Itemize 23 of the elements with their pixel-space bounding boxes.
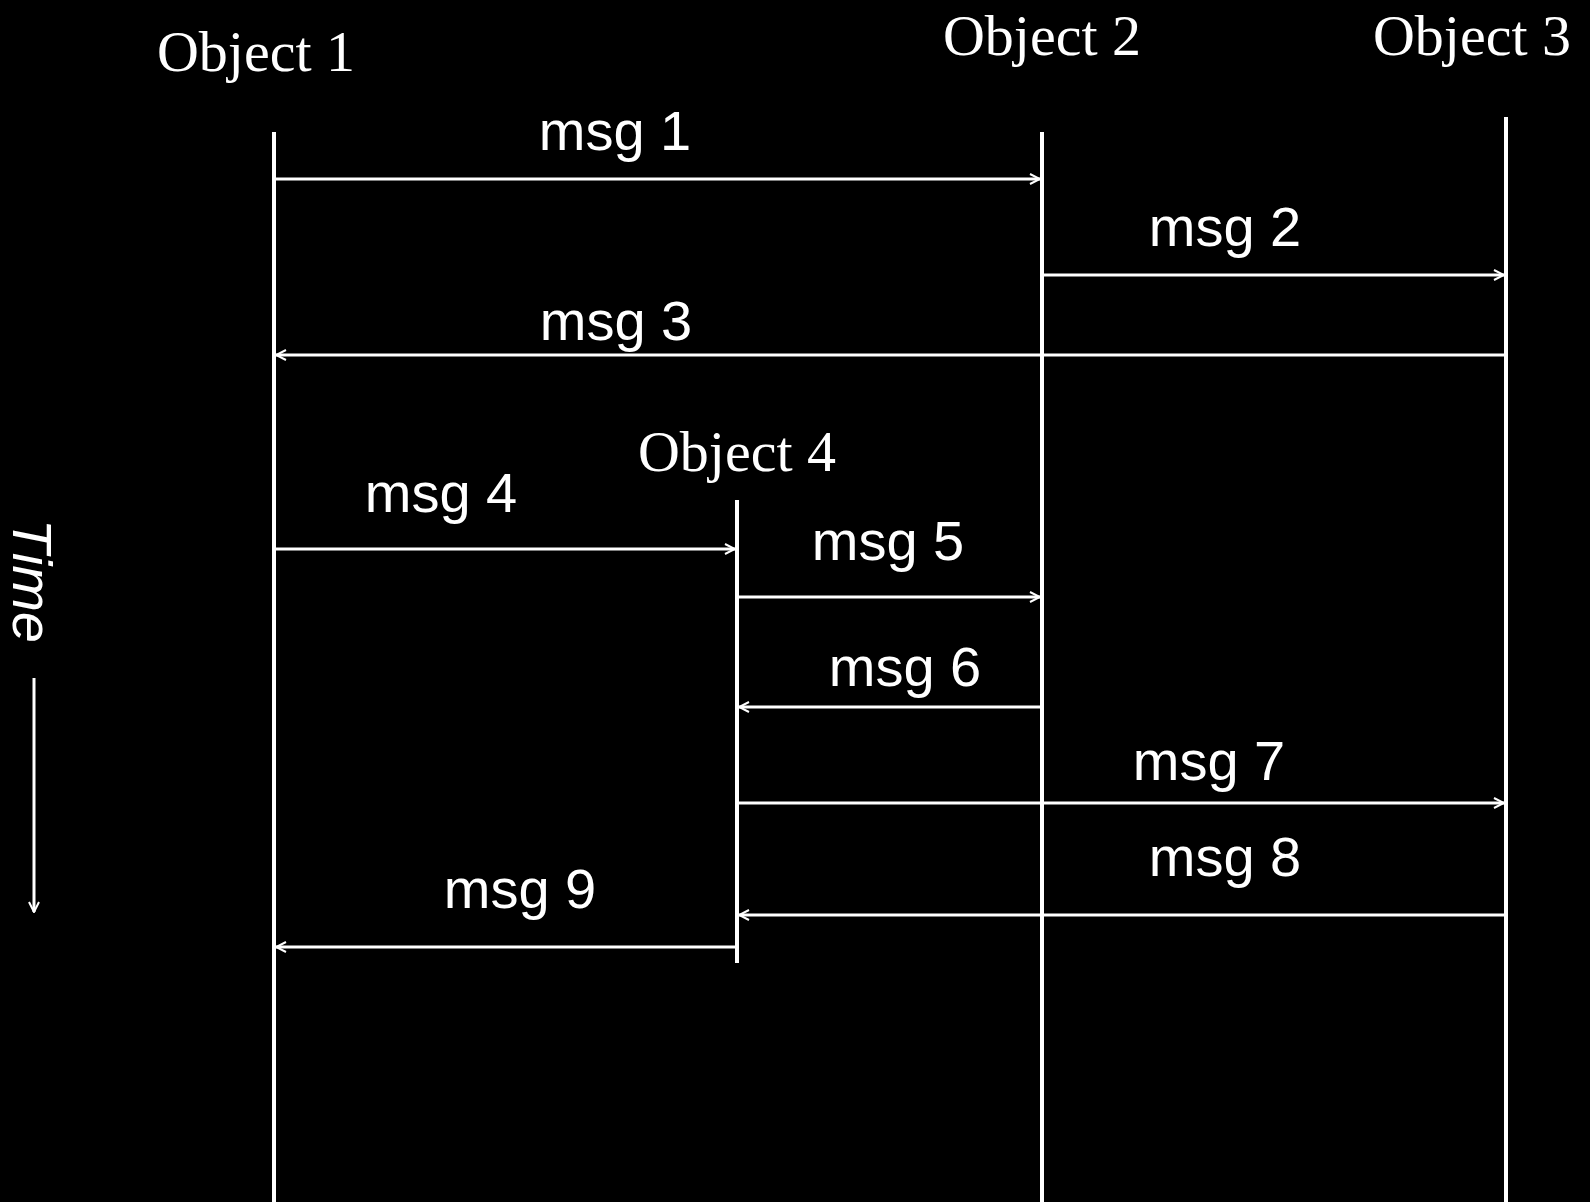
message-arrow bbox=[275, 941, 735, 953]
message-arrow bbox=[1044, 269, 1505, 281]
message-label: msg 9 bbox=[443, 858, 597, 920]
message-arrow bbox=[738, 909, 1504, 921]
message-label: msg 5 bbox=[811, 510, 965, 572]
message-label: msg 4 bbox=[364, 462, 518, 524]
message-arrow bbox=[276, 173, 1041, 185]
object-name: Object 1 bbox=[156, 20, 356, 84]
message-label: msg 7 bbox=[1132, 730, 1286, 792]
message-arrow bbox=[275, 349, 1504, 361]
time-axis-label: Time bbox=[1, 519, 63, 643]
message-arrow bbox=[739, 591, 1041, 603]
message-arrow bbox=[738, 701, 1040, 713]
message-label: msg 1 bbox=[538, 100, 692, 162]
object-name: Object 3 bbox=[1372, 4, 1572, 68]
object-name: Object 2 bbox=[942, 4, 1142, 68]
message-label: msg 6 bbox=[828, 636, 982, 698]
object-name: Object 4 bbox=[637, 420, 837, 484]
message-arrow bbox=[276, 543, 736, 555]
message-arrow bbox=[739, 797, 1505, 809]
message-label: msg 8 bbox=[1148, 826, 1302, 888]
message-label: msg 3 bbox=[539, 290, 693, 352]
message-label: msg 2 bbox=[1148, 196, 1302, 258]
